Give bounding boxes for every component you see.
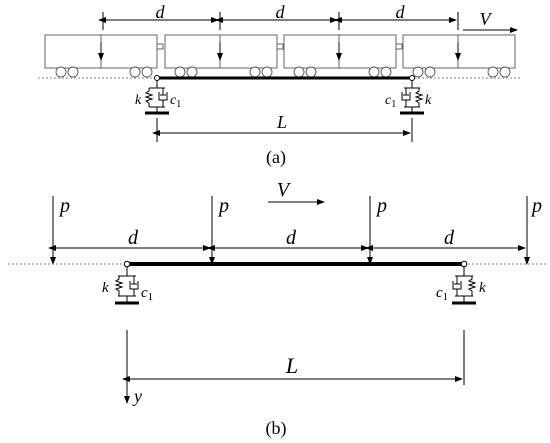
span-label-a: L: [276, 112, 287, 132]
spring-label-left-a: k: [135, 93, 142, 108]
damper-subscript: 1: [443, 291, 449, 303]
spacing-label-b2: d: [286, 227, 297, 249]
train-car-1: [44, 34, 164, 78]
spacing-label-b3: d: [444, 227, 455, 249]
span-dimension-a: [152, 118, 413, 142]
panel-a: d d d V: [38, 2, 520, 168]
load-label-1: p: [58, 195, 70, 217]
span-label-b: L: [285, 353, 298, 378]
support-left-b: [114, 267, 139, 305]
damper-subscript: 1: [148, 291, 154, 303]
load-label-4: p: [530, 195, 542, 217]
damper-label-right-b: c1: [436, 285, 448, 303]
car-spacing-dimension: [98, 12, 459, 30]
train-cars: [44, 34, 516, 78]
speed-label-b: V: [277, 179, 292, 201]
damper-symbol: c: [436, 285, 443, 301]
support-right-b: [452, 267, 477, 305]
damper-label-left-b: c1: [141, 285, 153, 303]
load-label-2: p: [217, 195, 229, 217]
caption-a: (a): [266, 147, 286, 168]
speed-label-a: V: [480, 9, 493, 29]
support-right-a: [400, 80, 424, 115]
hinge-left-a: [154, 75, 160, 81]
spacing-label-a3: d: [396, 2, 406, 22]
damper-subscript: 1: [176, 99, 181, 110]
damper-symbol: c: [385, 93, 392, 108]
y-axis-label: y: [132, 386, 142, 406]
hinge-right-b: [460, 260, 468, 268]
span-dimension-b: [122, 330, 465, 385]
damper-label-left-a: c1: [170, 93, 181, 110]
support-left-a: [144, 80, 169, 115]
hinge-left-b: [123, 260, 131, 268]
spring-label-right-a: k: [425, 93, 432, 108]
spacing-label-b1: d: [128, 227, 139, 249]
panel-b: p p p p V d d d: [8, 179, 548, 439]
damper-label-right-a: c1: [385, 93, 396, 110]
spacing-label-a2: d: [276, 2, 286, 22]
damper-subscript: 1: [391, 99, 396, 110]
load-label-3: p: [375, 195, 387, 217]
spring-label-right-b: k: [479, 280, 486, 296]
train-car-2: [164, 34, 284, 78]
damper-symbol: c: [141, 285, 148, 301]
spring-label-left-b: k: [102, 280, 109, 296]
caption-b: (b): [266, 418, 287, 439]
train-car-4: [402, 34, 516, 78]
train-car-3: [283, 34, 403, 78]
hinge-right-a: [409, 75, 415, 81]
load-arrows: [50, 196, 530, 265]
damper-symbol: c: [170, 93, 177, 108]
spacing-label-a1: d: [156, 2, 166, 22]
